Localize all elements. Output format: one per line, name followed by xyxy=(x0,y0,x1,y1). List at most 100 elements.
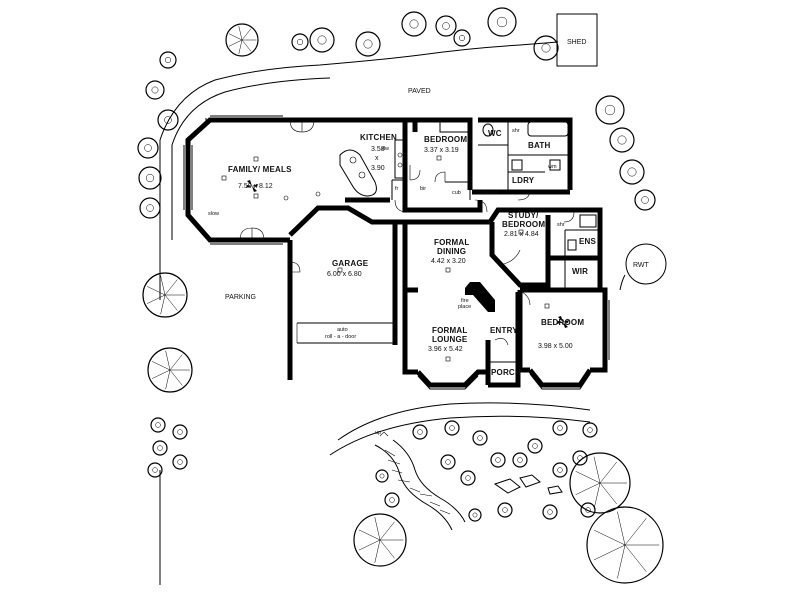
tree-branch xyxy=(241,28,252,41)
tree-branch xyxy=(160,294,166,315)
porch-label: PORCH xyxy=(491,368,521,377)
tree-icon xyxy=(580,502,596,518)
bath-label: BATH xyxy=(528,141,550,150)
tree-branch xyxy=(169,354,183,371)
ldry-label: LDRY xyxy=(512,176,535,185)
tree-center xyxy=(157,445,163,451)
tree-center xyxy=(144,144,152,152)
dw-label: dw xyxy=(382,146,389,152)
formal-dining-label-2: DINING xyxy=(437,247,466,256)
wc-label: WC xyxy=(488,129,502,138)
tree-branch xyxy=(379,539,395,559)
garage-label: GARAGE xyxy=(332,259,369,268)
tree-branch xyxy=(599,461,618,484)
tree-center xyxy=(155,422,161,428)
auto-door-label: auto xyxy=(337,327,348,333)
site-outline xyxy=(159,41,626,585)
tree-center xyxy=(532,443,538,449)
tree-center xyxy=(458,34,466,42)
kitchen-label: KITCHEN xyxy=(360,133,397,142)
tree-branch xyxy=(152,361,171,371)
tree-icon xyxy=(440,454,456,470)
tree-center xyxy=(541,43,551,53)
slow-label: slow xyxy=(208,211,219,217)
auto-door-label-2: roll - a - door xyxy=(325,334,356,340)
tree-icon xyxy=(468,508,482,522)
tree-center xyxy=(517,457,523,463)
tree-icon xyxy=(157,109,179,131)
tree-center xyxy=(379,473,385,479)
tree-icon xyxy=(490,452,506,468)
tree-icon xyxy=(569,452,631,514)
shelves-label: shelves xyxy=(480,190,499,196)
parking-label: PARKING xyxy=(225,294,256,301)
tree-center xyxy=(145,173,155,183)
tree-center xyxy=(472,512,478,518)
tree-icon xyxy=(586,506,664,584)
tree-center xyxy=(617,135,627,145)
up-label: up xyxy=(375,430,381,436)
tree-icon xyxy=(225,23,259,57)
bedroom1-label: BEDROOM xyxy=(424,135,467,144)
windows xyxy=(183,115,610,390)
tree-icon xyxy=(472,430,488,446)
tree-icon xyxy=(444,420,460,436)
tree-icon xyxy=(487,7,517,37)
tree-icon xyxy=(619,159,645,185)
trees xyxy=(137,7,664,584)
tree-branch xyxy=(593,456,601,484)
tree-branch xyxy=(594,544,626,561)
shr2-label: shr xyxy=(557,222,565,228)
study-dim: 2.81 x 4.84 xyxy=(504,231,539,238)
tree-center xyxy=(363,39,373,49)
bedroom2-dim: 3.98 x 5.00 xyxy=(538,343,573,350)
tree-center xyxy=(296,38,304,46)
tree-center xyxy=(449,425,455,431)
bedroom2-label: BEDROOM xyxy=(541,318,584,327)
tree-icon xyxy=(145,80,165,100)
fan-icon xyxy=(246,180,569,328)
tree-icon xyxy=(384,492,400,508)
tree-branch xyxy=(575,482,601,495)
formal-dining-dim: 4.42 x 3.20 xyxy=(431,258,466,265)
tree-branch xyxy=(594,529,626,546)
tree-branch xyxy=(228,39,243,47)
building-walls xyxy=(185,117,608,388)
tree-icon xyxy=(172,454,188,470)
tree-center xyxy=(547,509,553,515)
tree-branch xyxy=(165,369,171,390)
tree-center xyxy=(152,467,158,473)
tree-icon xyxy=(152,440,168,456)
rainwater-tank: RWT xyxy=(625,243,667,285)
tree-icon xyxy=(309,27,335,53)
tree-icon xyxy=(609,127,635,153)
tree-branch xyxy=(599,482,618,505)
tree-branch xyxy=(374,539,381,563)
tree-center xyxy=(151,86,159,94)
tree-branch xyxy=(379,521,395,541)
tree-branch xyxy=(617,544,626,579)
paved-label: PAVED xyxy=(408,88,431,95)
tree-branch xyxy=(358,529,381,541)
tree-icon xyxy=(159,51,177,69)
tree-center xyxy=(627,167,637,177)
tree-branch xyxy=(165,350,171,371)
tree-center xyxy=(177,459,183,465)
tree-center xyxy=(389,497,395,503)
tree-center xyxy=(641,196,649,204)
tree-icon xyxy=(552,420,568,436)
tree-center xyxy=(164,56,172,64)
formal-dining-label: FORMAL xyxy=(434,238,469,247)
tree-icon xyxy=(147,462,163,478)
kitchen-dim-a: 3.58 xyxy=(371,146,385,153)
tree-icon xyxy=(453,29,471,47)
garage-dim: 6.00 x 6.80 xyxy=(327,271,362,278)
tree-branch xyxy=(164,279,178,296)
tree-center xyxy=(495,457,501,463)
family-meals-dim: 7.50 x 8.12 xyxy=(238,183,273,190)
tree-center xyxy=(502,507,508,513)
tree-icon xyxy=(512,452,528,468)
fr-label: fr xyxy=(395,186,399,192)
shed: SHED xyxy=(556,13,598,67)
study-label: STUDY/ xyxy=(508,211,539,220)
